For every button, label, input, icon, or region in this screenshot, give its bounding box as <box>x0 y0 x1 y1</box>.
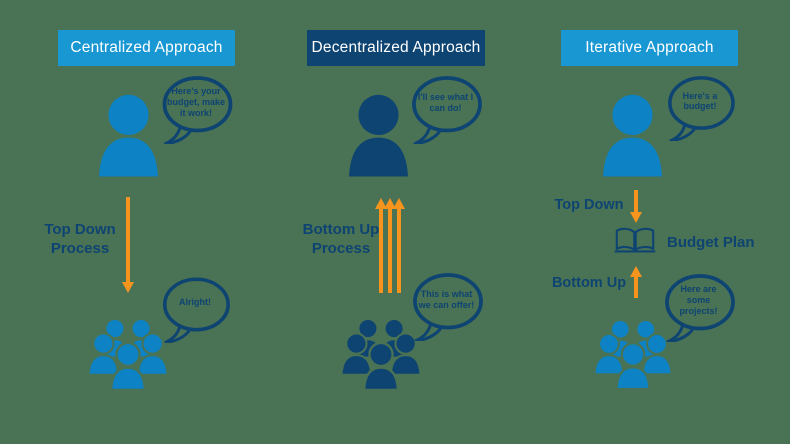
book-icon <box>614 227 656 257</box>
header-decentralized-approach: Decentralized Approach <box>307 30 485 66</box>
speech-bubble-text: This is what we can offer! <box>418 288 475 310</box>
speech-bubble-text: Here's your budget, make it work! <box>166 86 225 118</box>
speech-bubble-text: I'll see what I can do! <box>417 91 474 113</box>
employee-icon <box>345 92 412 178</box>
speech-bubble-centralized-bottom: Alright! <box>159 276 231 343</box>
speech-bubble-decentralized-bottom: This is what we can offer! <box>409 272 484 341</box>
header-centralized-approach: Centralized Approach <box>58 30 235 66</box>
speech-bubble-centralized-top: Here's your budget, make it work! <box>158 75 234 144</box>
bottom-up-label: Bottom Up <box>551 275 627 291</box>
manager-icon <box>599 92 666 178</box>
speech-bubble-iterative-bottom: Here are some projects! <box>659 273 738 342</box>
speech-bubble-iterative-top: Here's a budget! <box>662 75 738 141</box>
header-iterative-approach: Iterative Approach <box>561 30 738 66</box>
top-down-label: Top Down <box>554 197 624 213</box>
budget-plan-label: Budget Plan <box>667 234 755 251</box>
speech-bubble-text: Here are some projects! <box>679 284 718 316</box>
speech-bubble-decentralized-top: I'll see what I can do! <box>407 75 484 144</box>
bottom-up-process-label: Bottom Up Process <box>302 221 380 257</box>
team-crowd-icon <box>88 316 168 396</box>
speech-bubble-text: Here's a budget! <box>682 90 718 112</box>
speech-bubble-text: Alright! <box>179 297 211 308</box>
manager-icon <box>95 92 162 178</box>
top-down-process-label: Top Down Process <box>44 221 116 257</box>
